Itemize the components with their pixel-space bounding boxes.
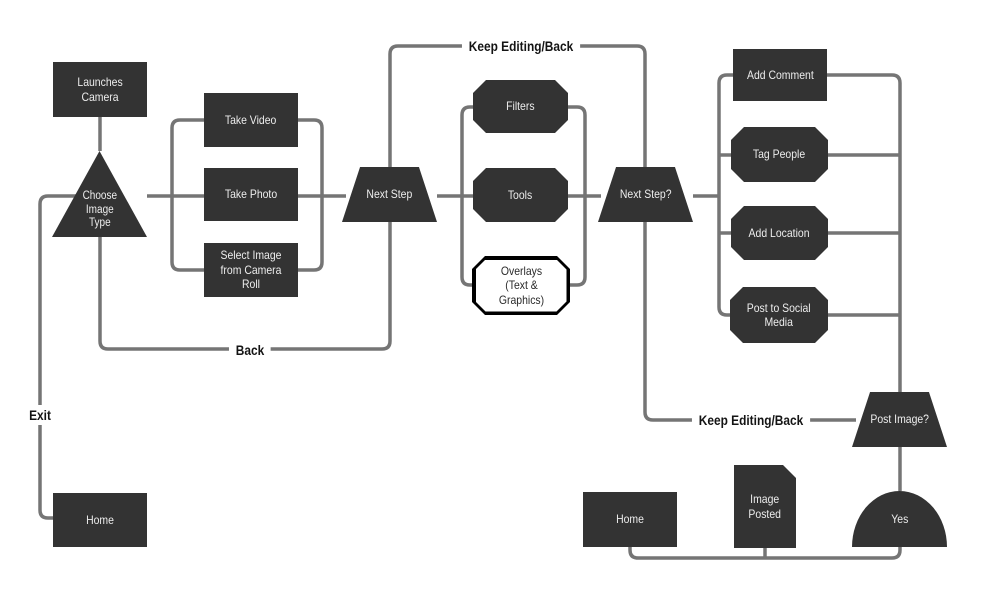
node-label: Add Location bbox=[749, 225, 810, 240]
node-home-right[interactable]: Home bbox=[583, 492, 677, 547]
node-label: Image Posted bbox=[748, 492, 782, 521]
node-take-photo[interactable]: Take Photo bbox=[204, 168, 298, 221]
node-label: Launches Camera bbox=[77, 75, 123, 104]
node-label: Choose Image Type bbox=[82, 190, 117, 229]
node-label: Tools bbox=[508, 187, 533, 202]
node-label: Overlays (Text & Graphics) bbox=[498, 263, 544, 307]
node-label: Home bbox=[86, 512, 114, 527]
node-launches-camera[interactable]: Launches Camera bbox=[53, 62, 147, 117]
node-label: Post to Social Media bbox=[747, 300, 811, 329]
node-add-location[interactable]: Add Location bbox=[731, 206, 828, 260]
node-label: Take Photo bbox=[224, 187, 278, 202]
node-take-video[interactable]: Take Video bbox=[204, 93, 298, 147]
node-overlays[interactable]: Overlays (Text & Graphics) bbox=[472, 256, 570, 315]
node-label: Select Image from Camera Roll bbox=[220, 248, 282, 292]
node-tools[interactable]: Tools bbox=[473, 168, 568, 222]
node-tag-people[interactable]: Tag People bbox=[731, 127, 828, 182]
node-filters[interactable]: Filters bbox=[473, 80, 568, 133]
node-label: Yes bbox=[890, 511, 909, 526]
node-label: Next Step bbox=[366, 187, 413, 202]
node-label: Filters bbox=[506, 99, 535, 114]
bracket-right-group-left bbox=[717, 73, 733, 317]
node-label: Home bbox=[616, 512, 644, 527]
node-label: Take Video bbox=[225, 112, 277, 127]
bracket-right-group-right bbox=[827, 73, 902, 392]
node-next-step[interactable]: Next Step bbox=[342, 167, 437, 222]
bracket-left-group-left bbox=[170, 118, 204, 272]
edge-label-keep-editing-back-bottom: Keep Editing/Back bbox=[691, 410, 811, 430]
edge-label-back: Back bbox=[228, 340, 272, 360]
node-post-to-social-media[interactable]: Post to Social Media bbox=[730, 287, 828, 343]
node-post-image-question[interactable]: Post Image? bbox=[852, 392, 947, 447]
node-label: Post Image? bbox=[870, 412, 929, 427]
node-home-left[interactable]: Home bbox=[53, 493, 147, 547]
node-label: Next Step? bbox=[619, 187, 672, 202]
node-label: Tag People bbox=[753, 147, 806, 162]
node-image-posted[interactable]: Image Posted bbox=[734, 465, 796, 548]
node-next-step-question[interactable]: Next Step? bbox=[598, 167, 693, 222]
edge-label-keep-editing-back-top: Keep Editing/Back bbox=[461, 36, 581, 56]
bracket-mid-group-left bbox=[460, 105, 474, 287]
node-add-comment[interactable]: Add Comment bbox=[733, 49, 827, 101]
edge-keep-editing-bottom bbox=[643, 222, 856, 422]
edge-label-exit: Exit bbox=[22, 405, 58, 425]
edge-exit-line bbox=[38, 194, 76, 520]
node-select-image-from-camera-roll[interactable]: Select Image from Camera Roll bbox=[204, 243, 298, 297]
node-label: Add Comment bbox=[746, 67, 814, 82]
node-overlays-inner: Overlays (Text & Graphics) bbox=[476, 260, 567, 312]
